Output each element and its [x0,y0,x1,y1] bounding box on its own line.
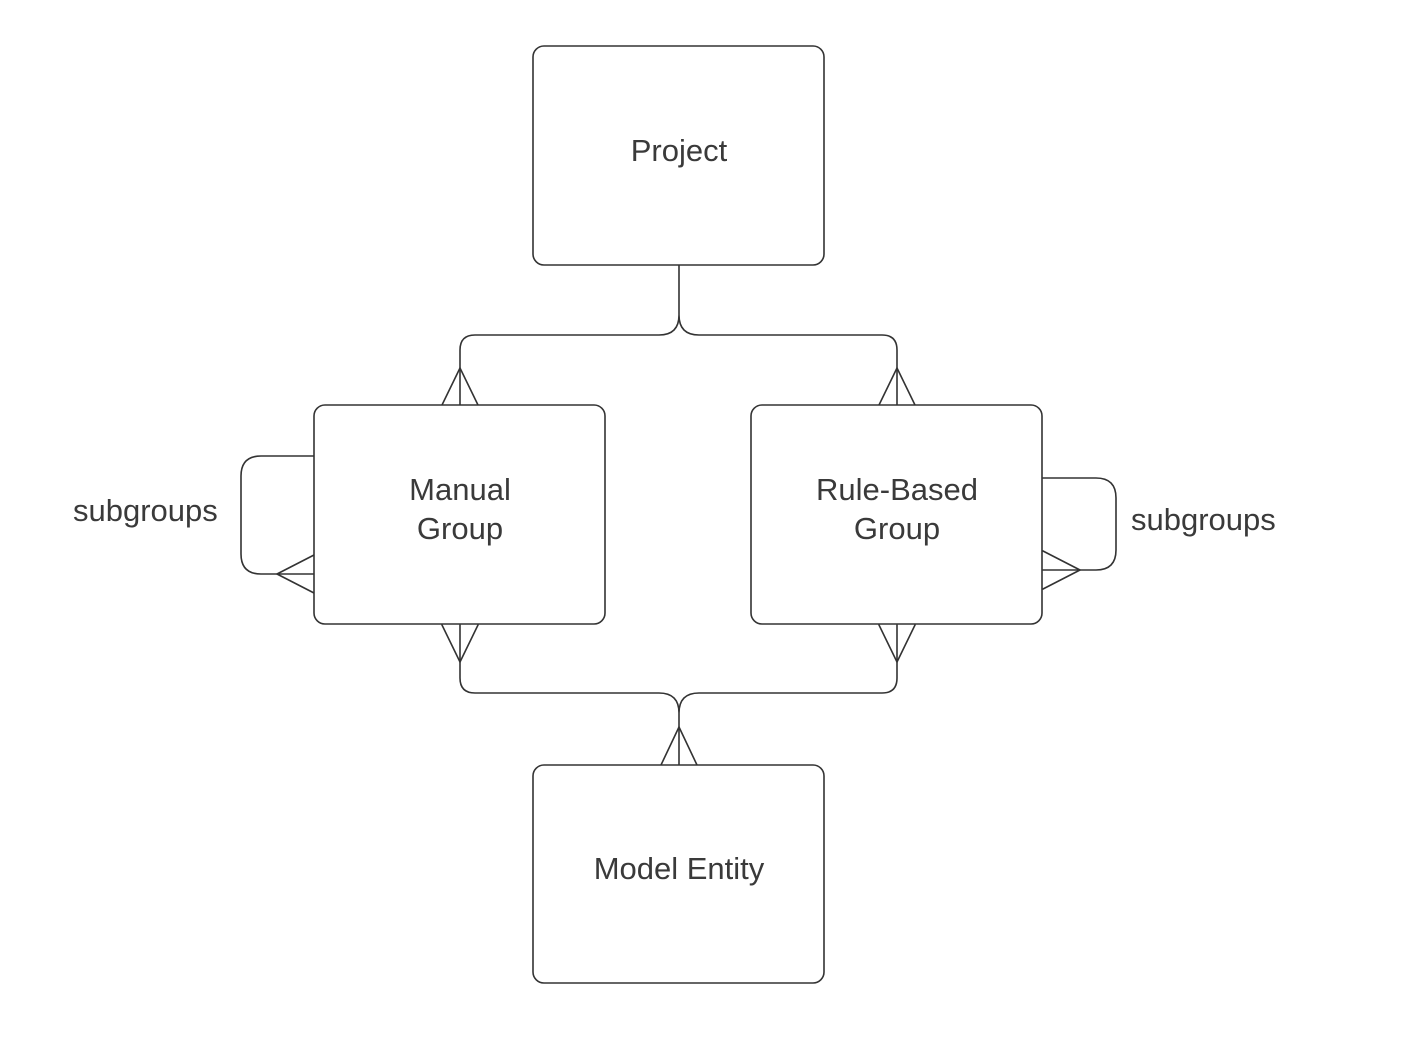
node-manual-group-label-line2: Group [417,511,503,546]
node-project-label: Project [631,133,728,168]
crowfoot-model-entity-icon [660,726,698,766]
node-manual-group[interactable]: Manual Group [313,404,606,625]
crowfoot-manual-top-icon [441,367,479,406]
node-project[interactable]: Project [532,45,825,266]
edge-project-to-groups [459,264,898,406]
edge-rule-subgroups-loop [1042,477,1117,571]
rule-subgroups-label: subgroups [1131,502,1276,537]
crowfoot-rule-subgroups-icon [1042,550,1081,590]
node-rule-based-group[interactable]: Rule-Based Group [750,404,1043,625]
crowfoot-manual-subgroups-icon [276,554,315,594]
edge-groups-to-model-entity [459,624,898,766]
node-model-entity-box [532,764,825,984]
node-rule-based-group-label-line2: Group [854,511,940,546]
crowfoot-manual-bottom-icon [441,624,479,663]
manual-subgroups-label: subgroups [73,493,218,528]
node-project-box [532,45,825,266]
node-model-entity-label: Model Entity [594,851,765,886]
edge-manual-subgroups-loop [240,455,315,575]
node-rule-based-group-box [750,404,1043,625]
crowfoot-rule-top-icon [878,367,916,406]
node-manual-group-box [313,404,606,625]
node-model-entity[interactable]: Model Entity [532,764,825,984]
node-rule-based-group-label-line1: Rule-Based [816,472,978,507]
crowfoot-rule-bottom-icon [878,624,916,663]
node-manual-group-label-line1: Manual [409,472,511,507]
